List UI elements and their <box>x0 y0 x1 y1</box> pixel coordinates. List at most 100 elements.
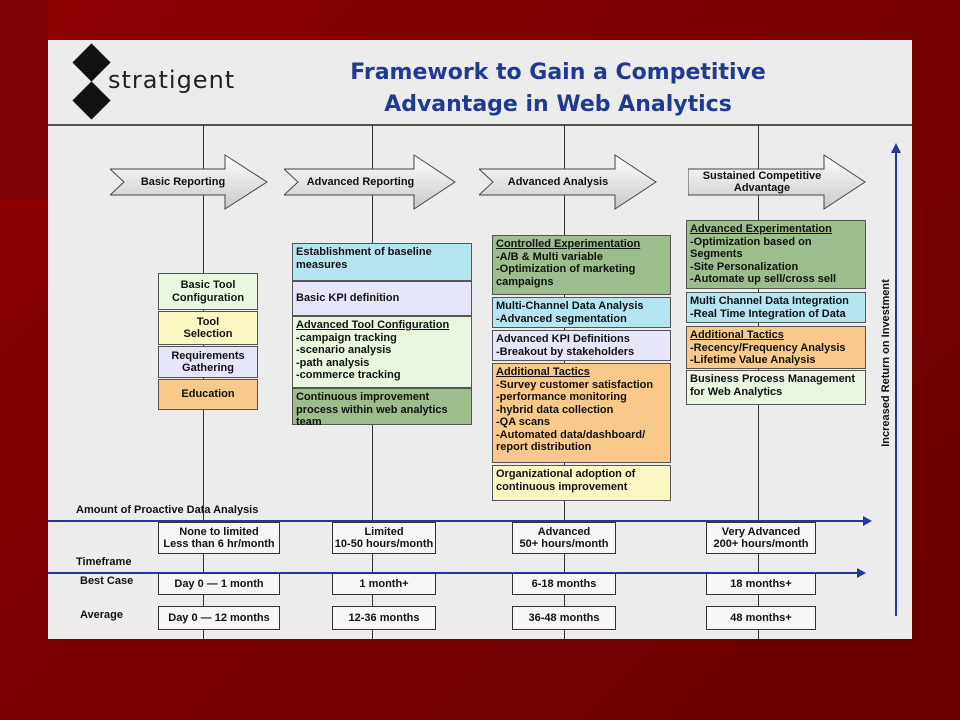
proactive-cell-4-head: Very Advanced <box>721 525 801 538</box>
col1-basic-tool-configuration: Basic Tool Configuration <box>158 273 258 310</box>
background-accent <box>0 0 48 200</box>
col4-b1-item: -Automate up sell/cross sell <box>690 273 837 285</box>
col3-b1-title: Controlled Experimentation <box>496 238 641 250</box>
stage-arrow-advanced-analysis: Advanced Analysis <box>479 154 657 210</box>
proactive-cell-3-head: Advanced <box>537 525 591 538</box>
col4-business-process-management: Business Process Management for Web Anal… <box>686 370 866 405</box>
stage-arrow-4-shape <box>688 154 866 210</box>
col3-b4-item: -Survey customer satisfaction <box>496 378 654 391</box>
col4-b2-line-1: Multi Channel Data Integration <box>690 295 849 307</box>
col1-education: Education <box>158 379 258 410</box>
col1-tool-selection: Tool Selection <box>158 311 258 345</box>
col3-b2-line-2: -Advanced segmentation <box>496 312 627 325</box>
col1-b3-line-2: Gathering <box>182 362 234 374</box>
stage-label-2: Advanced Reporting <box>306 176 415 188</box>
best-case-cell-3: 6-18 months <box>512 573 616 595</box>
average-cell-3: 36-48 months <box>512 606 616 630</box>
best-case-cell-4: 18 months+ <box>706 573 816 595</box>
col3-b4-item: -hybrid data collection <box>496 403 614 416</box>
col1-b1-line-1: Basic Tool <box>180 279 236 291</box>
col3-b4-item: -Automated data/dashboard/ report distri… <box>496 428 646 454</box>
col3-b4-item: -QA scans <box>496 416 551 428</box>
title-line-2: Advantage in Web Analytics <box>384 92 732 117</box>
stage-label-4: Sustained Competitive Advantage <box>692 168 832 196</box>
best-case-cell-1: Day 0 — 1 month <box>158 573 280 595</box>
col3-controlled-experimentation: Controlled Experimentation -A/B & Multi … <box>492 235 671 295</box>
col3-b3-line-1: Advanced KPI Definitions <box>496 333 630 345</box>
logo-diamond-top-icon <box>72 43 111 82</box>
logo-diamond-bottom-icon <box>72 81 111 120</box>
stage-label-4-line-2: Advantage <box>733 182 791 194</box>
timeframe-label: Timeframe <box>76 556 132 568</box>
col4-b3-title: Additional Tactics <box>690 329 784 341</box>
proactive-cell-1-head: None to limited <box>179 525 259 538</box>
col1-requirements-gathering: Requirements Gathering <box>158 346 258 378</box>
col2-basic-kpi: Basic KPI definition <box>292 281 472 316</box>
stage-arrow-sustained-advantage: Sustained Competitive Advantage <box>688 154 866 210</box>
col2-b2-text: Basic KPI definition <box>296 292 400 305</box>
average-label: Average <box>80 609 124 621</box>
col3-b4-title: Additional Tactics <box>496 366 590 378</box>
proactive-label: Amount of Proactive Data Analysis <box>76 504 259 516</box>
roi-axis-arrow <box>891 143 901 616</box>
col2-b1-text: Establishment of baseline measures <box>296 246 432 271</box>
col4-b4-text: Business Process Management for Web Anal… <box>690 373 856 398</box>
header-rule <box>48 124 912 126</box>
col3-b2-line-1: Multi-Channel Data Analysis <box>496 300 644 312</box>
col3-b1-item: -Optimization of marketing campaigns <box>496 263 636 288</box>
stage-arrow-3-shape <box>479 154 657 210</box>
col3-b1-item: -A/B & Multi variable <box>496 250 603 263</box>
col4-b2-line-2: -Real Time Integration of Data <box>690 307 846 320</box>
stage-arrow-2-shape <box>284 154 456 210</box>
col2-b3-item: -path analysis <box>296 356 370 369</box>
proactive-cell-2-sub: 10-50 hours/month <box>334 538 434 550</box>
proactive-cell-1-sub: Less than 6 hr/month <box>163 538 275 550</box>
col4-advanced-experimentation: Advanced Experimentation -Optimization b… <box>686 220 866 289</box>
col1-b4-text: Education <box>181 388 235 401</box>
col4-b3-item: -Lifetime Value Analysis <box>690 354 816 366</box>
proactive-cell-3-sub: 50+ hours/month <box>519 538 609 550</box>
average-cell-2: 12-36 months <box>332 606 436 630</box>
col2-b3-item: -campaign tracking <box>296 331 397 344</box>
col4-multi-channel-integration: Multi Channel Data Integration -Real Tim… <box>686 292 866 323</box>
col2-continuous-improvement: Continuous improvement process within we… <box>292 388 472 428</box>
average-cell-4: 48 months+ <box>706 606 816 630</box>
col4-b1-title: Advanced Experimentation <box>690 223 832 235</box>
proactive-cell-1: None to limited Less than 6 hr/month <box>158 522 280 554</box>
col2-b4-text: Continuous improvement process within we… <box>296 391 448 428</box>
col4-b1-item: -Site Personalization <box>690 260 799 273</box>
average-cell-1: Day 0 — 12 months <box>158 606 280 630</box>
proactive-cell-4: Very Advanced 200+ hours/month <box>706 522 816 554</box>
col2-b3-item: -scenario analysis <box>296 344 392 356</box>
col4-additional-tactics: Additional Tactics -Recency/Frequency An… <box>686 326 866 369</box>
col1-b1-line-2: Configuration <box>171 291 245 304</box>
col3-multi-channel-analysis: Multi-Channel Data Analysis -Advanced se… <box>492 297 671 328</box>
col2-baseline-measures: Establishment of baseline measures <box>292 243 472 281</box>
proactive-cell-2-head: Limited <box>364 525 404 538</box>
col1-b2-line-1: Tool <box>196 315 220 328</box>
col3-b5-text: Organizational adoption of continuous im… <box>496 468 636 493</box>
proactive-arrow <box>48 516 872 526</box>
stage-arrow-1-shape <box>110 154 268 210</box>
col2-b3-item: -commerce tracking <box>296 369 401 381</box>
col3-additional-tactics: Additional Tactics -Survey customer sati… <box>492 363 671 463</box>
col1-b2-line-2: Selection <box>183 328 233 340</box>
slide: stratigent Framework to Gain a Competiti… <box>48 40 912 639</box>
col4-b3-item: -Recency/Frequency Analysis <box>690 341 846 354</box>
col2-advanced-tool-configuration: Advanced Tool Configuration -campaign tr… <box>292 316 472 388</box>
col3-organizational-adoption: Organizational adoption of continuous im… <box>492 465 671 501</box>
stage-label-4-line-1: Sustained Competitive <box>702 170 822 182</box>
col3-advanced-kpi-definitions: Advanced KPI Definitions -Breakout by st… <box>492 330 671 361</box>
proactive-cell-4-sub: 200+ hours/month <box>713 538 809 550</box>
best-case-label: Best Case <box>80 575 134 587</box>
col3-b3-line-2: -Breakout by stakeholders <box>496 345 635 358</box>
col2-b3-title: Advanced Tool Configuration <box>296 319 450 331</box>
title-line-1: Framework to Gain a Competitive <box>350 60 766 85</box>
col3-b4-item: -performance monitoring <box>496 391 627 403</box>
stage-arrow-advanced-reporting: Advanced Reporting <box>284 154 456 210</box>
roi-axis-label: Increased Return on Investment <box>880 279 892 447</box>
logo-text: stratigent <box>108 66 236 94</box>
timeframe-arrow <box>48 568 866 578</box>
proactive-cell-2: Limited 10-50 hours/month <box>332 522 436 554</box>
stage-arrow-basic-reporting: Basic Reporting <box>110 154 268 210</box>
